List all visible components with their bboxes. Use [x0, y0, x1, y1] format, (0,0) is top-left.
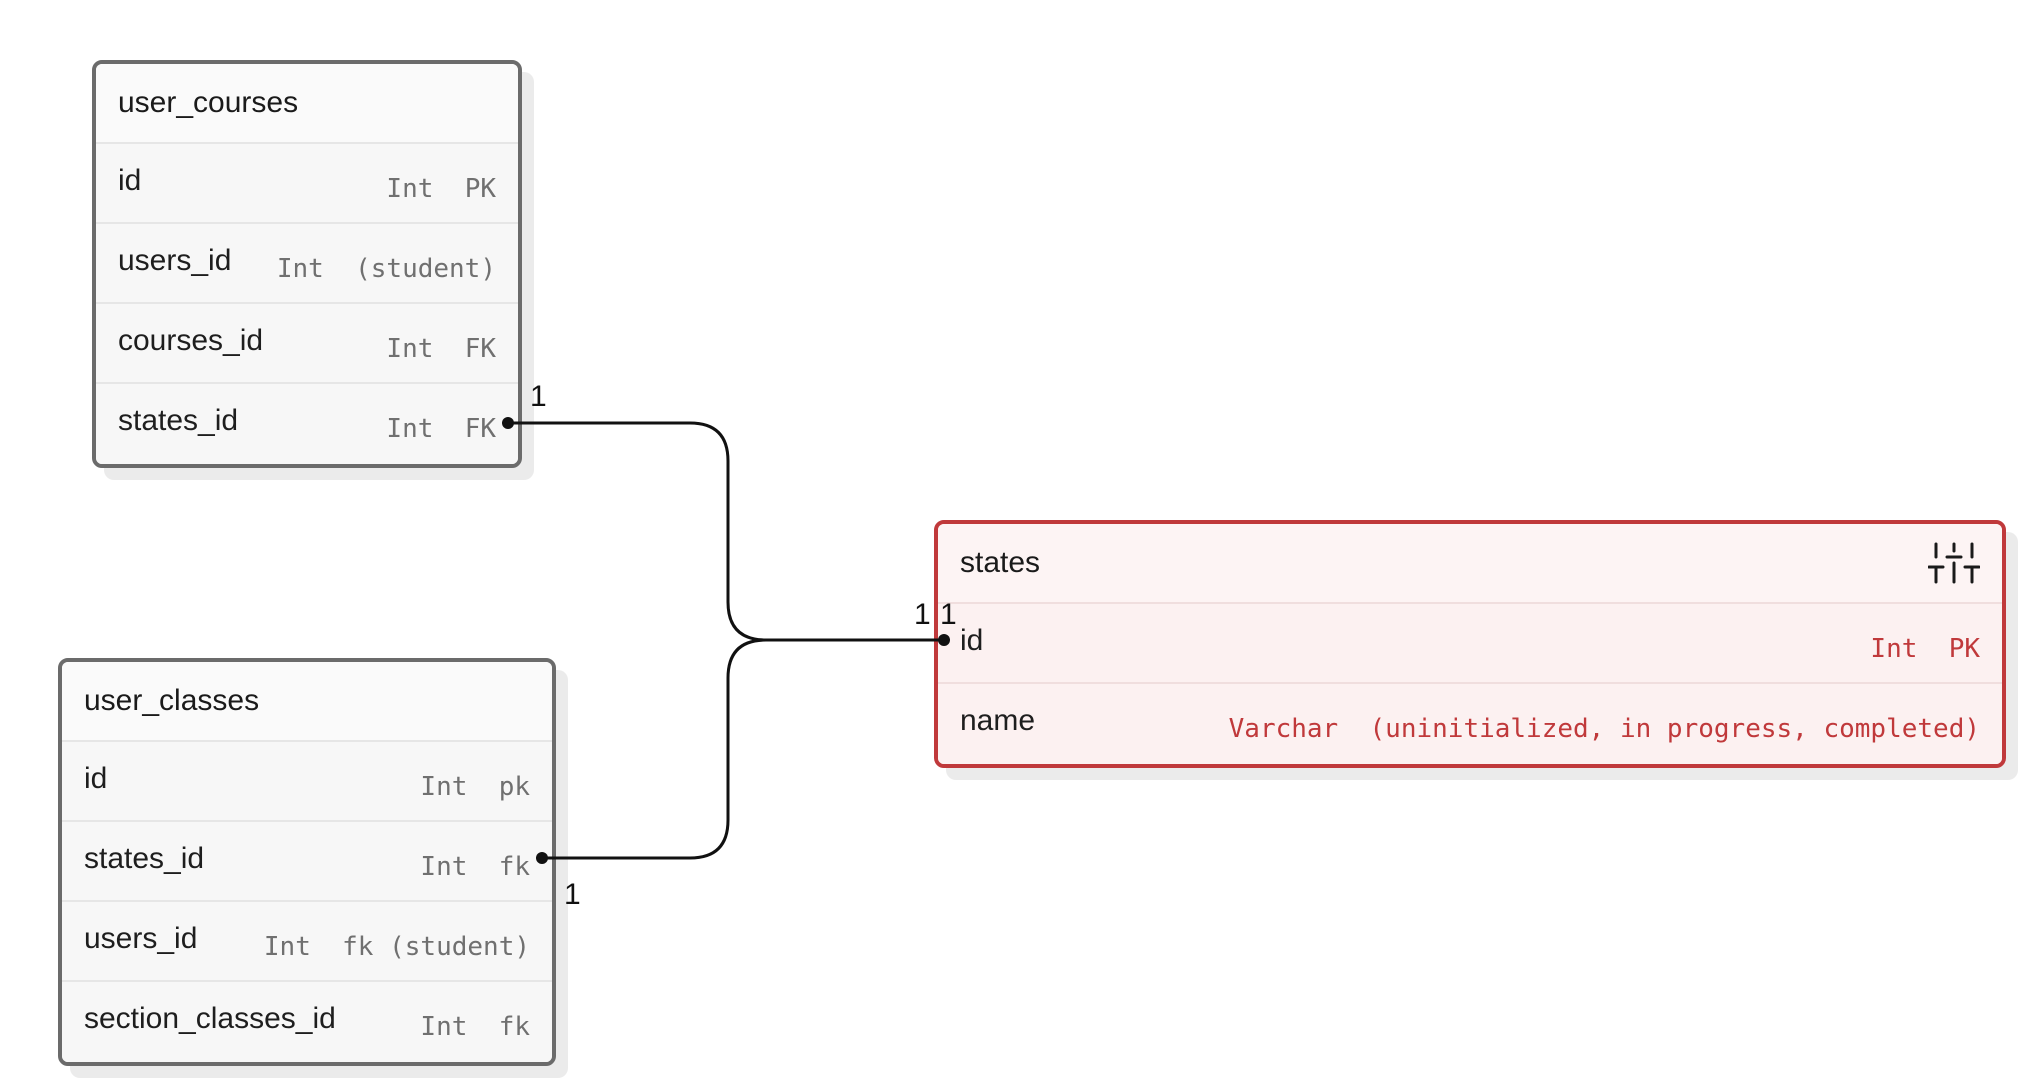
cardinality-label: 1: [914, 598, 931, 631]
column-row-id[interactable]: id Int PK: [938, 604, 2002, 684]
connection-point: [502, 417, 514, 429]
column-type: Int fk: [420, 852, 530, 882]
settings-sliders-icon[interactable]: [1928, 541, 1980, 585]
column-row-states-id[interactable]: states_id Int fk: [62, 822, 552, 902]
column-row-users-id[interactable]: users_id Int fk (student): [62, 902, 552, 982]
column-name: users_id: [118, 244, 232, 277]
column-row-id[interactable]: id Int pk: [62, 742, 552, 822]
table-title: user_classes: [84, 684, 260, 717]
table-title: states: [960, 546, 1041, 579]
column-name: id: [84, 762, 108, 795]
column-name: users_id: [84, 922, 198, 955]
column-name: states_id: [84, 842, 205, 875]
cardinality-label: 1: [530, 380, 547, 413]
column-row-courses-id[interactable]: courses_id Int FK: [96, 304, 518, 384]
column-name: id: [960, 624, 984, 657]
column-type: Int fk (student): [263, 932, 530, 962]
connection-point: [536, 852, 548, 864]
column-row-states-id[interactable]: states_id Int FK: [96, 384, 518, 464]
table-header[interactable]: user_courses: [96, 64, 518, 144]
column-type: Int PK: [1870, 634, 1980, 664]
column-type: Int FK: [386, 334, 496, 364]
column-row-users-id[interactable]: users_id Int (student): [96, 224, 518, 304]
column-name: states_id: [118, 404, 239, 437]
table-header[interactable]: states: [938, 524, 2002, 604]
column-type: Int (student): [276, 254, 496, 284]
column-type: Int PK: [386, 174, 496, 204]
table-header[interactable]: user_classes: [62, 662, 552, 742]
connection-point: [938, 634, 950, 646]
column-type: Int fk: [420, 1012, 530, 1042]
cardinality-label: 1: [940, 598, 957, 631]
column-name: name: [960, 704, 1036, 737]
column-name: id: [118, 164, 142, 197]
cardinality-label: 1: [564, 878, 581, 911]
column-row-section-classes-id[interactable]: section_classes_id Int fk: [62, 982, 552, 1062]
table-states[interactable]: states id Int PK name Va: [934, 520, 2006, 768]
table-title: user_courses: [118, 86, 299, 119]
table-user-classes[interactable]: user_classes id Int pk states_id Int fk …: [58, 658, 556, 1066]
column-row-id[interactable]: id Int PK: [96, 144, 518, 224]
column-name: courses_id: [118, 324, 264, 357]
table-user-courses[interactable]: user_courses id Int PK users_id Int (stu…: [92, 60, 522, 468]
column-type: Varchar (uninitialized, in progress, com…: [1228, 714, 1980, 744]
column-type: Int pk: [420, 772, 530, 802]
column-type: Int FK: [386, 414, 496, 444]
column-name: section_classes_id: [84, 1002, 336, 1035]
column-row-name[interactable]: name Varchar (uninitialized, in progress…: [938, 684, 2002, 764]
relationship-line-user-classes-states[interactable]: [542, 638, 944, 860]
relationship-line-user-courses-states[interactable]: [508, 421, 944, 642]
